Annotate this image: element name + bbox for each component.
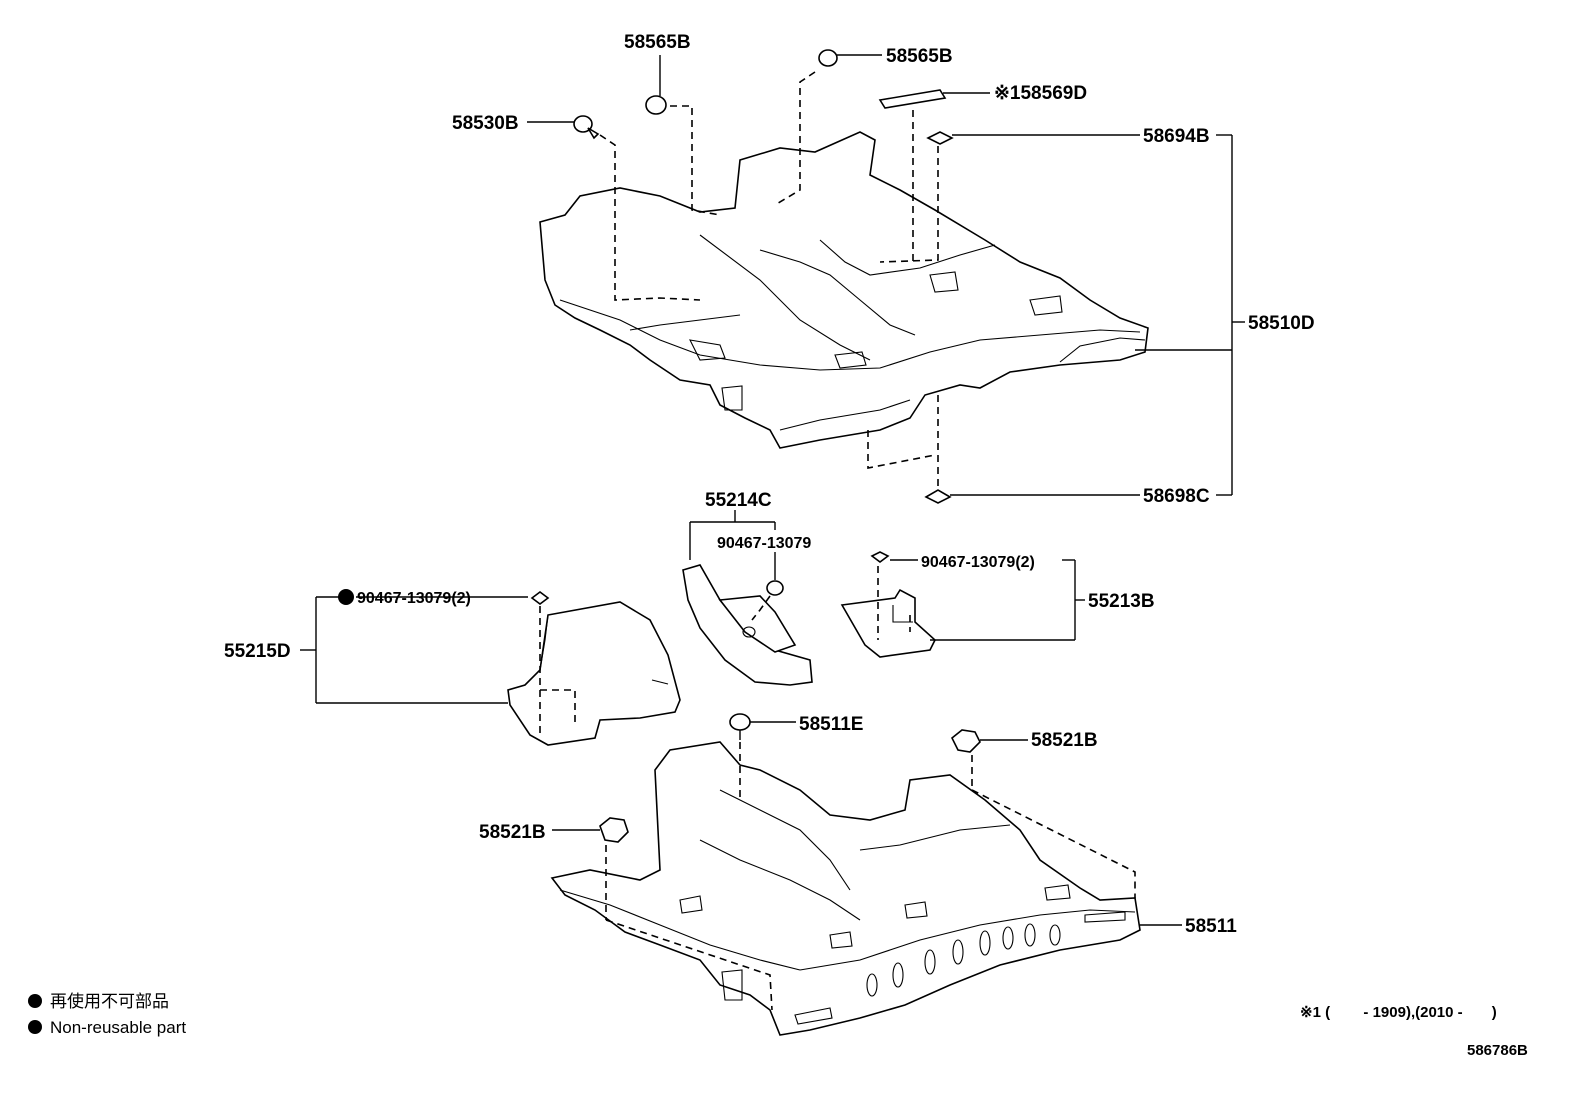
label-90467-left: 90467-13079(2) — [357, 590, 471, 607]
clip-58694B — [926, 131, 1140, 145]
legend-en-text: Non-reusable part — [50, 1018, 187, 1037]
label-55215D: 55215D — [224, 641, 291, 662]
cover-55213B — [840, 551, 1085, 658]
diagram-code: 586786B — [1467, 1042, 1528, 1059]
cover-55215D — [300, 589, 681, 746]
label-58511: 58511 — [1185, 916, 1237, 937]
label-58521B-right: 58521B — [1031, 730, 1098, 751]
label-55214C: 55214C — [705, 490, 772, 511]
clip-58521B-left — [552, 817, 773, 1011]
label-58521B-left: 58521B — [479, 822, 546, 843]
bullet-icon — [28, 994, 42, 1008]
label-58565B-right: 58565B — [886, 46, 953, 67]
bracket-58510D — [1135, 134, 1245, 496]
label-58569D: ※158569D — [994, 83, 1087, 104]
plate-58569D — [878, 89, 990, 109]
floor-mat-58511 — [550, 741, 1182, 1036]
label-58530B: 58530B — [452, 113, 519, 134]
legend-jp-text: 再使用不可部品 — [50, 992, 169, 1011]
floor-carpet-58510D — [539, 131, 1149, 449]
label-90467-right: 90467-13079(2) — [921, 554, 1035, 571]
clip-58521B-right — [950, 729, 1136, 898]
clip-58511E — [729, 713, 796, 800]
label-90467-mid: 90467-13079 — [717, 535, 811, 552]
legend-non-reusable-jp: 再使用不可部品 — [28, 992, 169, 1012]
label-58694B: 58694B — [1143, 126, 1210, 147]
clip-58565B-right — [818, 49, 882, 67]
upper-dashed-leaders — [599, 71, 939, 488]
label-58565B-top: 58565B — [624, 32, 691, 53]
label-58511E: 58511E — [799, 714, 863, 735]
clip-58530B — [527, 115, 600, 140]
clip-58698C — [924, 489, 1140, 504]
legend-non-reusable-en: Non-reusable part — [28, 1018, 186, 1038]
label-55213B: 55213B — [1088, 591, 1155, 612]
footnote: ※1 ( - 1909),(2010 - ) — [1300, 1004, 1497, 1021]
label-58510D: 58510D — [1248, 313, 1315, 334]
label-58698C: 58698C — [1143, 486, 1210, 507]
cover-55214C — [682, 510, 813, 686]
bullet-icon — [28, 1020, 42, 1034]
clip-58565B-top — [645, 55, 667, 115]
